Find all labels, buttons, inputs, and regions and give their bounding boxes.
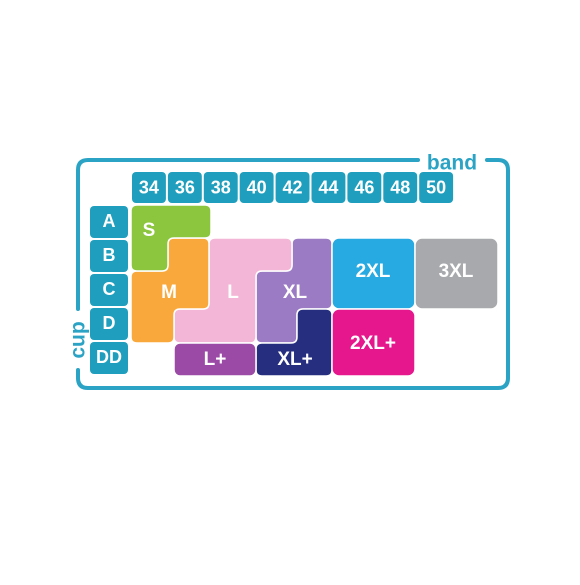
cup-label: D: [103, 313, 116, 333]
size-label-s: S: [143, 220, 156, 241]
band-header-cell: [383, 172, 418, 203]
size-label-3xl: 3XL: [439, 261, 474, 282]
band-label: 42: [283, 177, 303, 197]
cup-label: A: [103, 211, 116, 231]
cup-header-cell: [90, 342, 128, 374]
cup-label: C: [103, 279, 116, 299]
band-label: 44: [318, 177, 338, 197]
cup-header-cell: [90, 240, 128, 272]
band-label: 34: [139, 177, 159, 197]
band-header-cell: [167, 172, 202, 203]
size-region-3xl: [414, 237, 499, 310]
cup-header-cell: [90, 274, 128, 306]
band-label: 50: [426, 177, 446, 197]
band-header-row: 34 36 38 40 42 44 46 48 50: [132, 172, 454, 203]
chart-frame: [76, 158, 510, 390]
band-header-cell: [347, 172, 382, 203]
band-title: band: [427, 152, 477, 175]
cup-title: cup: [67, 321, 90, 358]
cup-header-cell: [90, 206, 128, 238]
band-header-cell: [132, 172, 166, 203]
size-label-xl: XL: [283, 282, 308, 303]
band-label: 46: [354, 177, 374, 197]
size-region-l-plus: [173, 342, 257, 377]
band-header-cell: [275, 172, 310, 203]
size-region-s: [130, 204, 212, 272]
band-label: 38: [211, 177, 231, 197]
band-label: 40: [247, 177, 267, 197]
band-header-cell: [311, 172, 346, 203]
size-label-xl-plus: XL+: [277, 349, 312, 370]
band-label: 36: [175, 177, 195, 197]
size-label-m: M: [161, 282, 177, 303]
cup-label: DD: [96, 347, 122, 367]
cup-header-cell: [90, 308, 128, 340]
band-header-cell: [239, 172, 274, 203]
size-label-l-plus: L+: [204, 349, 227, 370]
size-label-2xl-plus: 2XL+: [350, 333, 396, 354]
size-label-2xl: 2XL: [356, 261, 391, 282]
size-label-l: L: [227, 282, 239, 303]
cup-label: B: [103, 245, 116, 265]
size-region-2xl-plus: [331, 308, 416, 377]
band-label: 48: [390, 177, 410, 197]
band-header-cell: [419, 172, 454, 203]
band-header-cell: [203, 172, 238, 203]
